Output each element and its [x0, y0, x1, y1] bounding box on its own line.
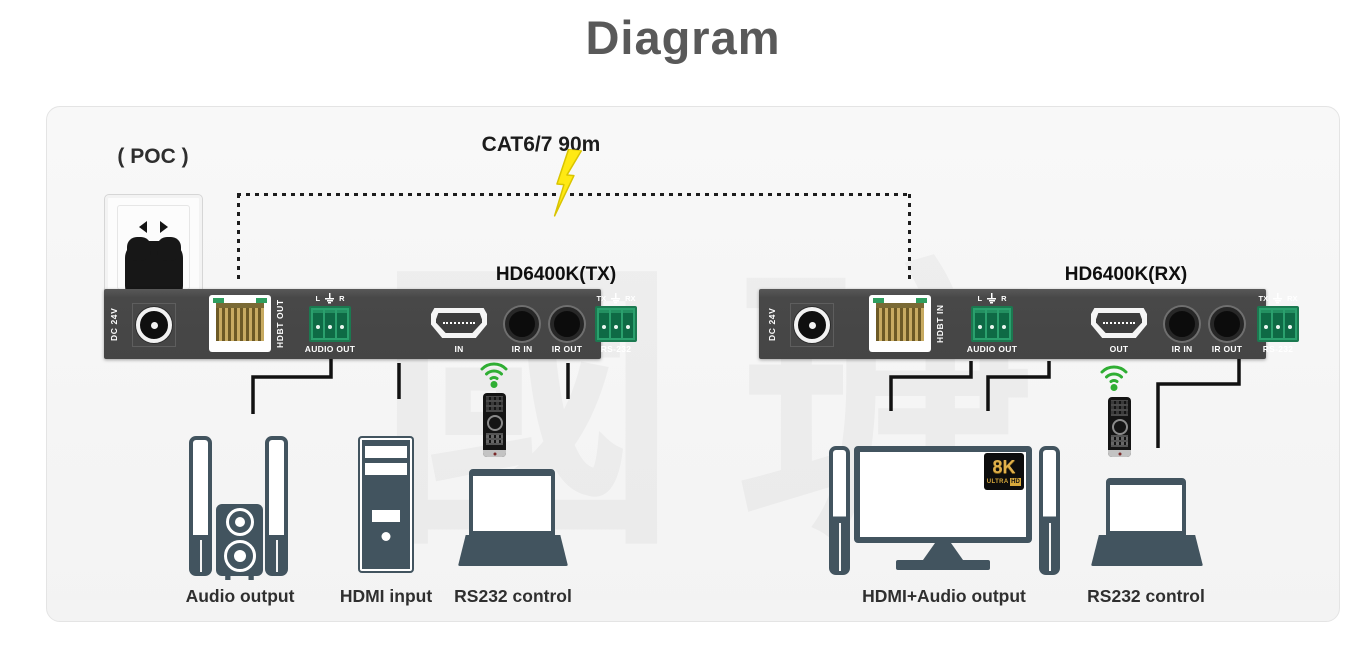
- rx-av-endpoint-label: HDMI+Audio output: [862, 586, 1026, 606]
- rs232-pin-labels: TX RX: [1258, 293, 1298, 304]
- rx-rs232-port: TX RX RS-232: [1255, 289, 1301, 359]
- jack-hole: [550, 307, 584, 341]
- jack-hole: [505, 307, 539, 341]
- speaker-left-icon: [189, 436, 212, 576]
- tx-rs232-port: TX RX RS-232: [593, 289, 639, 359]
- rx-ir-in-jack: IR IN: [1165, 289, 1199, 359]
- speaker-right-icon: [265, 436, 288, 576]
- laptop-screen-icon: [469, 469, 555, 535]
- audio-pin-labels: L R: [977, 293, 1007, 304]
- remote-keys: [1111, 435, 1128, 447]
- drive-bay: [365, 463, 407, 475]
- disc-drive: [372, 510, 400, 522]
- tx-rear-panel: DC 24V HDBT OUT L R AUDIO OUT IN: [104, 289, 637, 359]
- tx-dc-power-port: [132, 303, 176, 347]
- remote-tail: [1108, 450, 1131, 457]
- cat-cable-line-horizontal: [237, 193, 911, 196]
- laptop-screen-icon: [1106, 478, 1186, 535]
- rs232-terminal-block: [1257, 306, 1299, 342]
- outlet-slot-left: [139, 221, 147, 233]
- drive-bay: [365, 446, 407, 458]
- remote-dpad: [1111, 419, 1128, 435]
- audio-pin-labels: L R: [315, 293, 345, 304]
- remote-dpad: [486, 415, 503, 431]
- laptop-base-icon: [458, 535, 568, 566]
- jack-hole: [1210, 307, 1244, 341]
- remote-keys: [486, 433, 503, 445]
- rx-hdmi-line: [986, 361, 1051, 411]
- rj45-led: [873, 298, 884, 303]
- tx-audio-line: [251, 359, 333, 414]
- rx-ir-out-jack: IR OUT: [1210, 289, 1244, 359]
- hdmi-connector: [1091, 308, 1147, 338]
- tx-ir-in-jack: IR IN: [505, 289, 539, 359]
- pc-tower-icon: [358, 436, 414, 573]
- poc-label: ( POC ): [117, 145, 189, 168]
- ir-signal-icon: [1100, 365, 1128, 391]
- tx-rs232-endpoint-label: RS232 control: [454, 586, 572, 606]
- subwoofer-icon: [216, 504, 263, 576]
- ir-signal-icon: [480, 362, 508, 388]
- lightning-bolt-icon: [553, 148, 583, 217]
- hdmi-connector: [431, 308, 487, 338]
- tx-audio-out-port: L R AUDIO OUT: [304, 293, 356, 354]
- outlet-slot-right: [160, 221, 168, 233]
- outlet-slots: [105, 221, 202, 233]
- rs232-pin-labels: TX RX: [596, 293, 636, 304]
- remote-control-icon: [483, 393, 506, 457]
- speaker-cone: [223, 540, 256, 572]
- speaker-cone: [225, 508, 254, 536]
- tx-hdbt-label: HDBT OUT: [275, 299, 285, 349]
- rj45-led: [256, 298, 267, 303]
- tv-speaker-left-icon: [829, 446, 850, 575]
- ground-icon: [1273, 293, 1283, 304]
- rx-hdbt-rj45-port: [869, 295, 931, 352]
- rj45-led: [213, 298, 224, 303]
- tx-audio-endpoint-label: Audio output: [185, 586, 295, 606]
- tv-stand-neck: [923, 543, 963, 560]
- audio-terminal-block: [971, 306, 1013, 342]
- tx-dc-label: DC 24V: [109, 307, 119, 341]
- page-title: Diagram: [585, 11, 781, 64]
- tx-hdmi-in-port: IN: [430, 289, 488, 359]
- tx-ir-out-jack: IR OUT: [550, 289, 584, 359]
- rx-hdbt-label: HDBT IN: [935, 304, 945, 344]
- cat-cable-line-left: [237, 193, 240, 279]
- power-button: [381, 532, 391, 541]
- jack-hole: [1165, 307, 1199, 341]
- remote-control-icon: [1108, 397, 1131, 457]
- rx-hdmi-out-port: OUT: [1090, 289, 1148, 359]
- wall-outlet: [104, 194, 203, 341]
- audio-terminal-block: [309, 306, 351, 342]
- rj45-pins: [876, 303, 924, 341]
- rx-rs232-endpoint-label: RS232 control: [1087, 586, 1205, 606]
- rx-dc-power-port: [790, 303, 834, 347]
- tx-hdmi-endpoint-label: HDMI input: [339, 586, 433, 606]
- remote-tail: [483, 450, 506, 457]
- rx-device-name: HD6400K(RX): [1064, 264, 1188, 285]
- diagram-board: 國瑭 ( POC ) CAT6/7 90m HD6400K(TX) HD6400…: [46, 106, 1340, 622]
- rj45-pins: [216, 303, 264, 341]
- ground-icon: [325, 293, 335, 304]
- cat-cable-line-right: [908, 193, 911, 279]
- ground-icon: [987, 293, 997, 304]
- tv-speaker-right-icon: [1039, 446, 1060, 575]
- rx-dc-label: DC 24V: [767, 307, 777, 341]
- rx-audio-out-port: L R AUDIO OUT: [966, 293, 1018, 354]
- rx-rs232-line: [1156, 359, 1241, 448]
- tx-device-name: HD6400K(TX): [495, 264, 617, 285]
- tv-stand-base: [896, 560, 990, 570]
- cat-cable-label: CAT6/7 90m: [481, 133, 601, 156]
- tx-hdbt-rj45-port: [209, 295, 271, 352]
- laptop-base-icon: [1091, 535, 1203, 566]
- ground-icon: [611, 293, 621, 304]
- rj45-led: [916, 298, 927, 303]
- rx-rear-panel: DC 24V HDBT IN L R AUDIO OUT OUT: [759, 289, 1299, 359]
- rs232-terminal-block: [595, 306, 637, 342]
- rx-audio-line: [889, 361, 973, 411]
